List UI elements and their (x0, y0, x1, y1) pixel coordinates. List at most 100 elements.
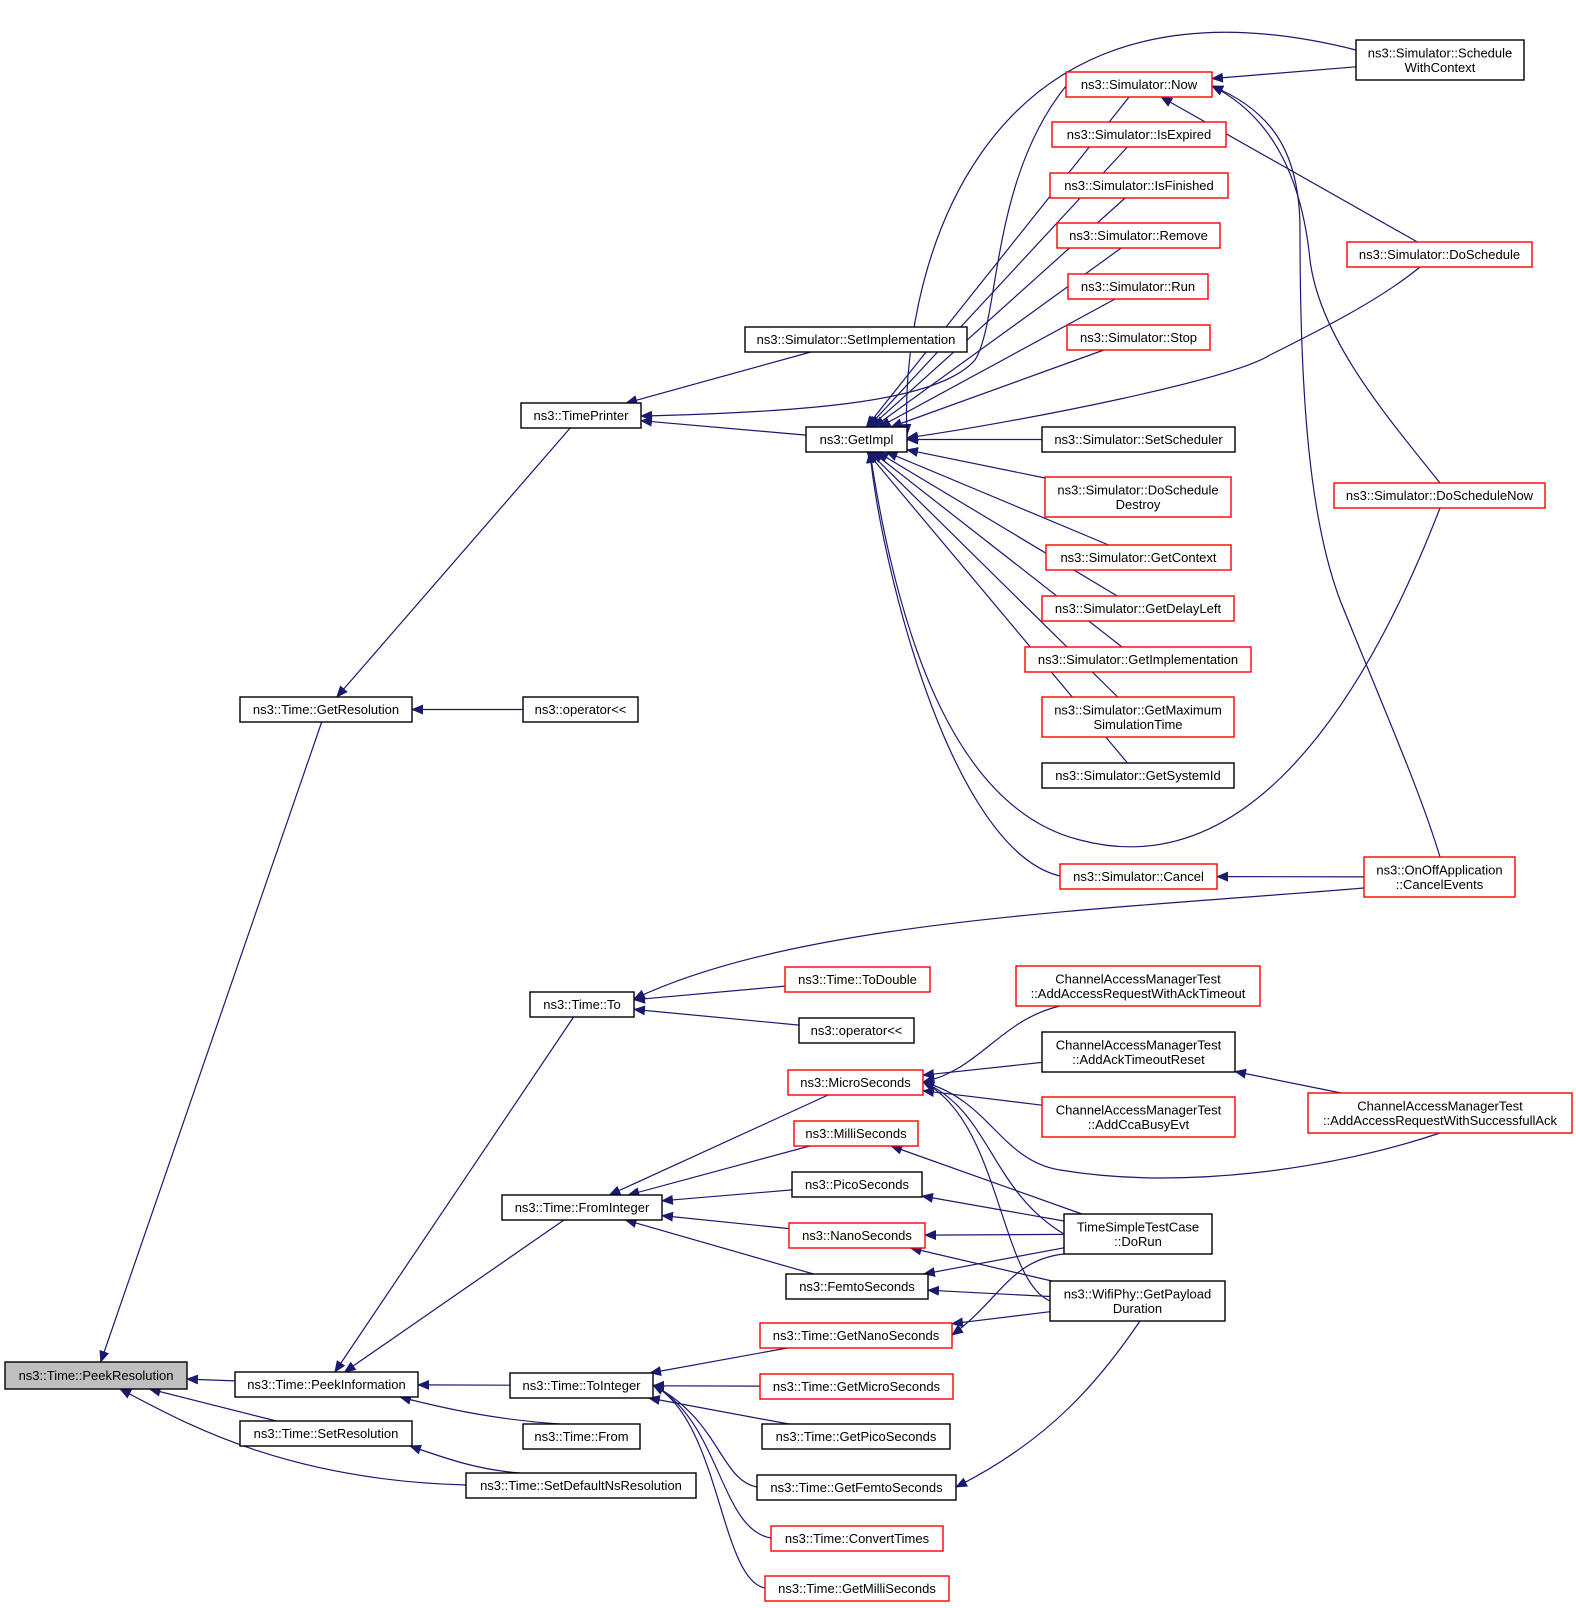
nodes-layer: ns3::Time::PeekResolutionns3::Time::GetR… (4, 39, 1573, 1602)
node-sim-get-implementation[interactable]: ns3::Simulator::GetImplementation (1024, 646, 1252, 673)
node-box (759, 1322, 953, 1349)
node-operator-ll-1[interactable]: ns3::operator<< (522, 696, 639, 723)
node-box (1059, 863, 1218, 890)
edge-time_from_integer-femto_seconds (624, 1218, 814, 1275)
node-label: ns3::Simulator::IsFinished (1064, 178, 1214, 193)
node-sim-is-finished[interactable]: ns3::Simulator::IsFinished (1049, 172, 1229, 199)
node-label: ns3::Simulator::Run (1081, 279, 1195, 294)
node-nano-seconds[interactable]: ns3::NanoSeconds (788, 1222, 926, 1249)
node-time-to[interactable]: ns3::Time::To (529, 991, 635, 1018)
node-peek-information[interactable]: ns3::Time::PeekInformation (234, 1371, 419, 1398)
node-label: ns3::GetImpl (820, 432, 894, 447)
node-camt-add-access-request-successfull-ack[interactable]: ChannelAccessManagerTest::AddAccessReque… (1307, 1092, 1573, 1134)
node-box (788, 1222, 926, 1249)
node-box (465, 1472, 697, 1499)
node-sim-get-system-id[interactable]: ns3::Simulator::GetSystemId (1041, 762, 1235, 789)
node-get-pico-seconds[interactable]: ns3::Time::GetPicoSeconds (761, 1423, 951, 1450)
edge-time_to_integer-get_pico_seconds (647, 1395, 789, 1425)
edge-get_nano_seconds-time_simple_test_case_do_run (951, 1253, 1065, 1336)
node-box (761, 1423, 951, 1450)
node-time-printer[interactable]: ns3::TimePrinter (520, 402, 642, 429)
node-get-milli-seconds[interactable]: ns3::Time::GetMilliSeconds (764, 1575, 950, 1602)
node-time-from[interactable]: ns3::Time::From (522, 1423, 641, 1450)
node-get-micro-seconds[interactable]: ns3::Time::GetMicroSeconds (759, 1373, 954, 1400)
node-label: ns3::Simulator::Now (1081, 77, 1198, 92)
edge-time_from_integer-pico_seconds (661, 1189, 793, 1205)
node-time-simple-test-case-do-run[interactable]: TimeSimpleTestCase::DoRun (1063, 1213, 1213, 1255)
node-label: ns3::Simulator::SetImplementation (757, 332, 956, 347)
edge-peek_resolution-set_default_ns_resolution (119, 1388, 467, 1486)
node-pico-seconds[interactable]: ns3::PicoSeconds (791, 1171, 923, 1198)
node-sim-remove[interactable]: ns3::Simulator::Remove (1056, 222, 1221, 249)
edge-sim_now-onoff_cancel_events (1211, 85, 1441, 858)
node-camt-add-access-request-ack-timeout[interactable]: ChannelAccessManagerTest::AddAccessReque… (1015, 965, 1261, 1007)
node-sim-now[interactable]: ns3::Simulator::Now (1065, 71, 1213, 98)
node-label: ns3::Simulator::DoScheduleNow (1346, 488, 1534, 503)
node-box (1065, 71, 1213, 98)
node-milli-seconds[interactable]: ns3::MilliSeconds (793, 1120, 919, 1147)
edge-peek_information-time_from_integer (343, 1219, 565, 1373)
node-label: ns3::Time::GetResolution (253, 702, 399, 717)
node-camt-add-ack-timeout-reset[interactable]: ChannelAccessManagerTest::AddAckTimeoutR… (1041, 1031, 1236, 1073)
node-box (1063, 1213, 1213, 1255)
node-box (1041, 1096, 1236, 1138)
node-box (520, 402, 642, 429)
edge-femto_seconds-wifi_phy_get_payload_duration (927, 1285, 1051, 1298)
node-time-from-integer[interactable]: ns3::Time::FromInteger (501, 1194, 663, 1221)
node-label: ns3::Simulator::GetImplementation (1038, 652, 1238, 667)
node-set-default-ns-resolution[interactable]: ns3::Time::SetDefaultNsResolution (465, 1472, 697, 1499)
node-label: ns3::Time::ToInteger (522, 1378, 641, 1393)
node-get-nano-seconds[interactable]: ns3::Time::GetNanoSeconds (759, 1322, 953, 1349)
node-get-impl[interactable]: ns3::GetImpl (805, 426, 908, 453)
node-camt-add-cca-busy-evt[interactable]: ChannelAccessManagerTest::AddCcaBusyEvt (1041, 1096, 1236, 1138)
edge-sim_now-sim_do_schedule (1160, 96, 1418, 243)
node-set-resolution[interactable]: ns3::Time::SetResolution (239, 1420, 413, 1447)
node-label: ::AddCcaBusyEvt (1088, 1117, 1190, 1132)
node-micro-seconds[interactable]: ns3::MicroSeconds (787, 1069, 924, 1096)
edge-get_impl-sim_get_context (885, 451, 1109, 546)
node-sim-is-expired[interactable]: ns3::Simulator::IsExpired (1051, 121, 1227, 148)
node-set-implementation[interactable]: ns3::Simulator::SetImplementation (744, 326, 968, 353)
edge-time_to_integer-get_nano_seconds (649, 1347, 788, 1376)
node-sim-get-context[interactable]: ns3::Simulator::GetContext (1045, 544, 1232, 571)
edge-micro_seconds-camt_add_ack_timeout_reset (922, 1061, 1043, 1079)
node-label: ns3::Simulator::DoSchedule (1359, 247, 1520, 262)
node-label: Duration (1113, 1301, 1162, 1316)
node-time-to-double[interactable]: ns3::Time::ToDouble (784, 966, 931, 993)
node-time-to-integer[interactable]: ns3::Time::ToInteger (509, 1372, 654, 1399)
edge-camt_add_ack_timeout_reset-camt_add_access_request_successfull_ack (1234, 1068, 1342, 1094)
node-label: ns3::Simulator::GetDelayLeft (1055, 601, 1222, 616)
node-get-resolution[interactable]: ns3::Time::GetResolution (239, 696, 413, 723)
node-sim-cancel[interactable]: ns3::Simulator::Cancel (1059, 863, 1218, 890)
node-sim-get-delay-left[interactable]: ns3::Simulator::GetDelayLeft (1041, 595, 1235, 622)
edge-nano_seconds-wifi_phy_get_payload_duration (909, 1245, 1053, 1282)
node-convert-times[interactable]: ns3::Time::ConvertTimes (770, 1525, 944, 1552)
node-sim-set-scheduler[interactable]: ns3::Simulator::SetScheduler (1041, 426, 1236, 453)
edge-get_resolution-time_printer (336, 427, 571, 698)
node-label: ::CancelEvents (1396, 877, 1484, 892)
node-box (1355, 39, 1525, 81)
node-sim-do-schedule-now[interactable]: ns3::Simulator::DoScheduleNow (1333, 482, 1546, 509)
node-operator-ll-2[interactable]: ns3::operator<< (798, 1017, 915, 1044)
node-box (1346, 241, 1533, 268)
node-onoff-cancel-events[interactable]: ns3::OnOffApplication::CancelEvents (1363, 856, 1516, 898)
edge-get_impl-sim_schedule_with_context (901, 31, 1357, 436)
edge-nano_seconds-time_simple_test_case_do_run (924, 1230, 1065, 1241)
node-box (1363, 856, 1516, 898)
edge-sim_now-sim_schedule_with_context (1211, 66, 1357, 83)
edge-micro_seconds-camt_add_cca_busy_evt (922, 1087, 1043, 1106)
node-box (791, 1171, 923, 1198)
node-sim-do-schedule[interactable]: ns3::Simulator::DoSchedule (1346, 241, 1533, 268)
node-box (1049, 1280, 1226, 1322)
node-get-femto-seconds[interactable]: ns3::Time::GetFemtoSeconds (756, 1474, 957, 1501)
node-box (1049, 172, 1229, 199)
node-sim-run[interactable]: ns3::Simulator::Run (1067, 273, 1209, 300)
node-femto-seconds[interactable]: ns3::FemtoSeconds (785, 1273, 929, 1300)
node-label: ns3::Time::GetMilliSeconds (778, 1581, 936, 1596)
node-sim-stop[interactable]: ns3::Simulator::Stop (1066, 324, 1211, 351)
node-label: ns3::Time::ToDouble (798, 972, 917, 987)
